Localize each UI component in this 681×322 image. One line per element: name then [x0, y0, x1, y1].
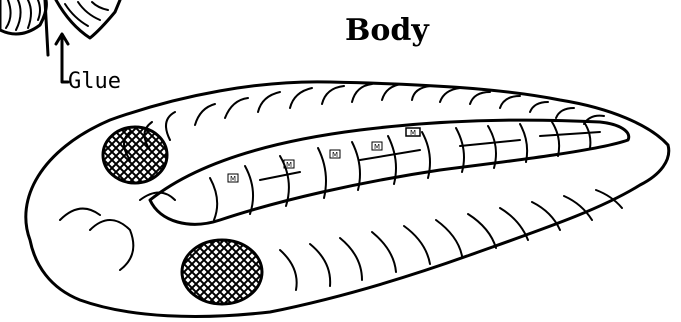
glue-pointer [56, 34, 68, 82]
core-mark-2: M [286, 161, 292, 169]
bottom-ridges [60, 190, 622, 290]
hatched-blob-lower [182, 240, 262, 304]
core-mark-3: M [332, 151, 338, 159]
glue-label: Glue [68, 69, 121, 94]
leaf-fragment [0, 0, 120, 55]
core-mark-5: M [410, 129, 416, 137]
hatched-blob-upper [103, 127, 167, 183]
central-core [150, 120, 629, 224]
body-outline [26, 82, 669, 317]
core-mark-1: M [230, 175, 236, 183]
body-label: Body [345, 13, 430, 48]
core-mark-4: M [374, 143, 380, 151]
